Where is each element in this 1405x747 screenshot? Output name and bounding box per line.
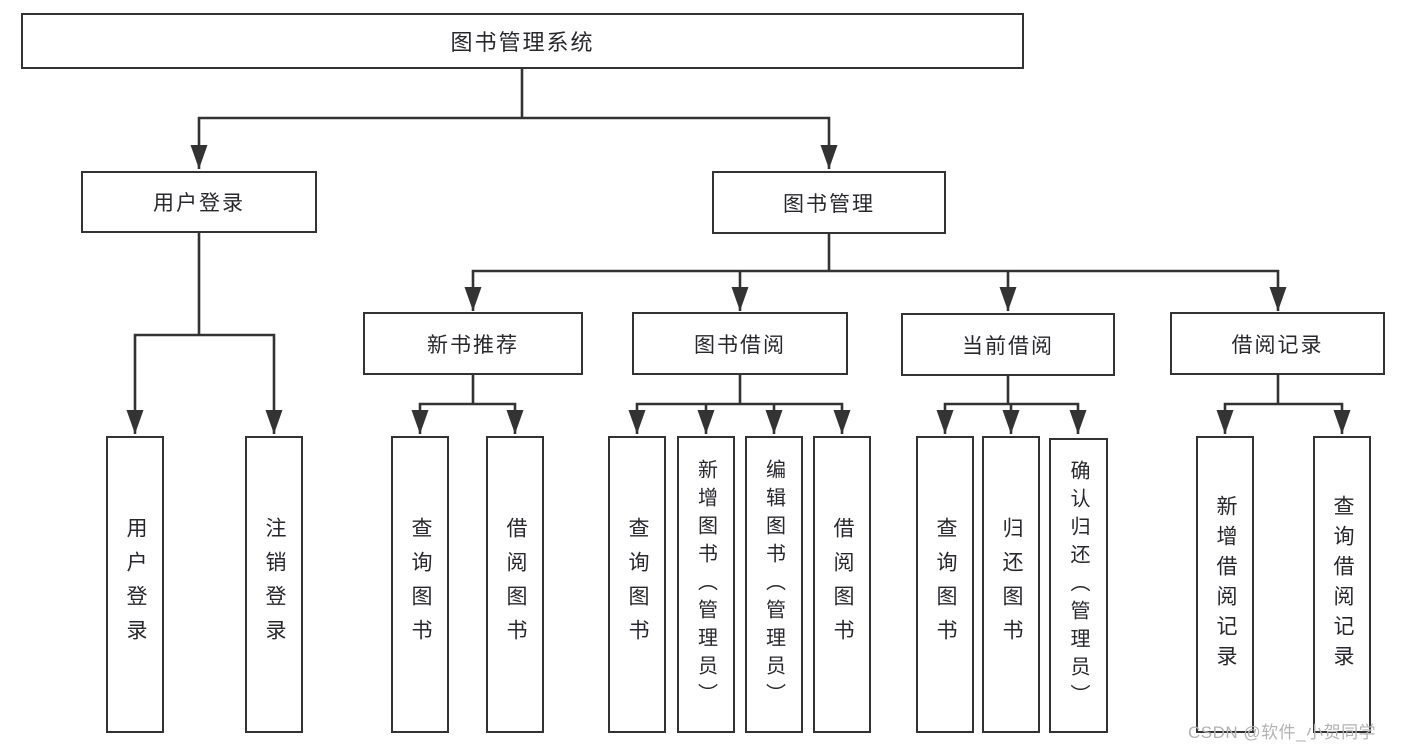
node-root-system: 图书管理系统 <box>21 13 1024 69</box>
leaf-query-borrow-record: 查询借阅记录 <box>1313 436 1371 733</box>
node-book-management: 图书管理 <box>712 171 946 234</box>
leaf-edit-book-admin: 编辑图书（管理员） <box>745 436 803 733</box>
leaf-query-books-recommend: 查询图书 <box>391 436 449 733</box>
leaf-confirm-return-admin: 确认归还（管理员） <box>1049 438 1108 733</box>
leaf-query-books-current: 查询图书 <box>916 436 974 733</box>
leaf-logout: 注销登录 <box>245 436 303 733</box>
leaf-borrow-books-recommend: 借阅图书 <box>486 436 544 733</box>
csdn-watermark: CSDN @软件_小贺同学 <box>1188 723 1377 742</box>
node-new-book-recommend: 新书推荐 <box>363 312 583 375</box>
node-user-login: 用户登录 <box>81 171 317 233</box>
leaf-return-book: 归还图书 <box>982 436 1040 733</box>
node-borrow-records: 借阅记录 <box>1170 312 1385 375</box>
leaf-user-login: 用户登录 <box>106 436 164 733</box>
node-current-borrow: 当前借阅 <box>901 313 1115 376</box>
leaf-query-books-borrow: 查询图书 <box>608 436 666 733</box>
leaf-borrow-books: 借阅图书 <box>813 436 871 733</box>
leaf-add-book-admin: 新增图书（管理员） <box>677 436 735 733</box>
leaf-add-borrow-record: 新增借阅记录 <box>1196 436 1254 733</box>
node-book-borrow: 图书借阅 <box>632 312 848 375</box>
